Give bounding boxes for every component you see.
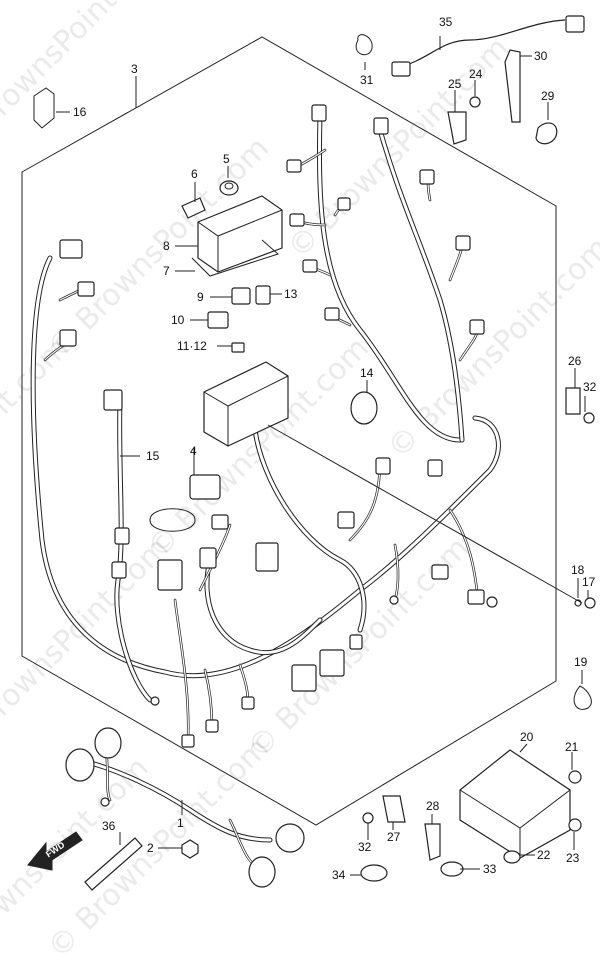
- callout-20[interactable]: 20: [520, 730, 534, 744]
- callout-32-right[interactable]: 32: [583, 380, 597, 394]
- callout-26[interactable]: 26: [568, 354, 582, 368]
- callout-19[interactable]: 19: [574, 655, 588, 669]
- callout-3[interactable]: 3: [131, 62, 138, 76]
- callout-30[interactable]: 30: [534, 49, 548, 63]
- watermark-text: © BrownsPoint.com: [0, 531, 176, 766]
- callout-33[interactable]: 33: [483, 862, 497, 876]
- callout-21[interactable]: 21: [565, 740, 579, 754]
- callout-23[interactable]: 23: [566, 851, 580, 865]
- callout-4[interactable]: 4: [190, 444, 197, 458]
- callout-8[interactable]: 8: [163, 239, 170, 253]
- callout-10[interactable]: 10: [171, 313, 185, 327]
- fuse-box-assembly: [33, 87, 378, 532]
- callout-2[interactable]: 2: [147, 841, 154, 855]
- callout-24[interactable]: 24: [469, 67, 483, 81]
- callout-22[interactable]: 22: [537, 848, 551, 862]
- main-harness: [30, 112, 501, 742]
- harness-connectors: [59, 104, 498, 748]
- callout-31[interactable]: 31: [360, 73, 374, 87]
- callout-6[interactable]: 6: [191, 167, 198, 181]
- sub-harness: [65, 727, 305, 891]
- callout-18[interactable]: 18: [571, 563, 585, 577]
- watermark-text: © BrownsPoint.com: [381, 231, 600, 466]
- callout-16[interactable]: 16: [73, 105, 87, 119]
- hardware-parts: [355, 15, 596, 882]
- callout-25[interactable]: 25: [448, 77, 462, 91]
- callout-27[interactable]: 27: [387, 830, 401, 844]
- callout-labels: 1 2 3 4 5 6 7 8 9 10 11·12 13 14 15 16 1…: [73, 15, 597, 882]
- callout-5[interactable]: 5: [223, 152, 230, 166]
- callout-15[interactable]: 15: [146, 449, 160, 463]
- callout-35[interactable]: 35: [439, 15, 453, 29]
- callout-14[interactable]: 14: [360, 366, 374, 380]
- callout-9[interactable]: 9: [197, 290, 204, 304]
- callout-28[interactable]: 28: [426, 799, 440, 813]
- callout-17[interactable]: 17: [582, 575, 596, 589]
- callout-32-bottom[interactable]: 32: [358, 840, 372, 854]
- assembly-boundary: [21, 36, 557, 826]
- callout-29[interactable]: 29: [541, 89, 555, 103]
- watermark-text: © BrownsPoint.com: [0, 0, 176, 166]
- callout-13[interactable]: 13: [284, 287, 298, 301]
- leader-lines: [56, 36, 589, 876]
- watermark-text: © BrownsPoint.com: [0, 331, 76, 566]
- callout-11-12[interactable]: 11·12: [177, 339, 207, 353]
- callout-34[interactable]: 34: [332, 868, 346, 882]
- callout-1[interactable]: 1: [177, 816, 184, 830]
- callout-7[interactable]: 7: [163, 264, 170, 278]
- callout-36[interactable]: 36: [102, 819, 116, 833]
